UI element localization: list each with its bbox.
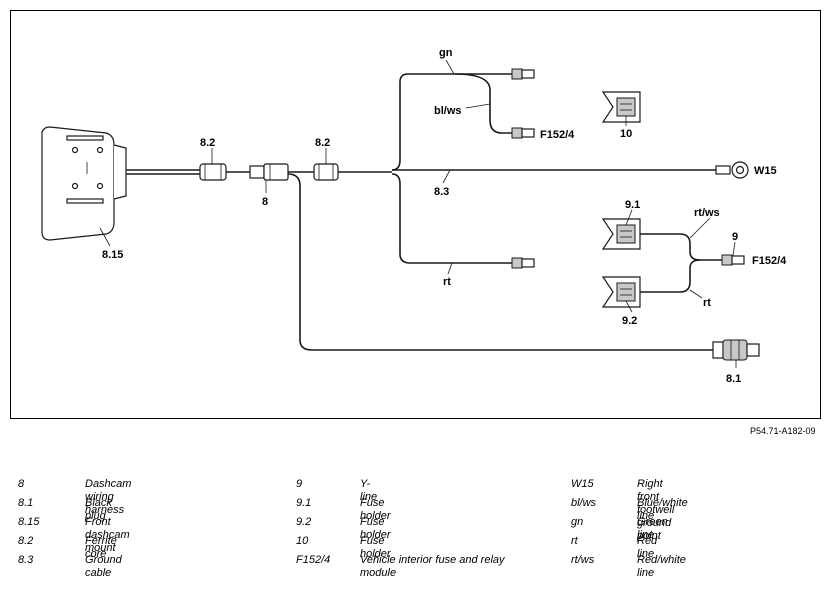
legend-key: W15 (571, 478, 594, 490)
connector-rt (511, 257, 535, 269)
label-8-15: 8.15 (102, 249, 123, 261)
legend-key: rt (571, 535, 578, 547)
legend-key: 8 (18, 478, 25, 490)
harness-connector (249, 163, 289, 181)
legend-desc: Right front footwell ground point (637, 478, 675, 542)
legend-key: 8.1 (18, 497, 34, 509)
legend-key: 9.2 (296, 516, 312, 528)
legend-desc: Blue/white line (637, 497, 688, 522)
diagram-frame (10, 10, 821, 419)
legend-desc: Ferrite core (85, 535, 117, 560)
legend-desc: Red line (637, 535, 658, 560)
legend-desc: Red/white line (637, 554, 686, 579)
legend-key: gn (571, 516, 584, 528)
legend-key: 9 (296, 478, 303, 490)
ring-terminal (715, 161, 749, 179)
harness-wires (126, 73, 722, 351)
label-8: 8 (262, 196, 268, 208)
connector-y-line (721, 254, 745, 266)
ferrite-core-right (313, 163, 339, 181)
label-w15: W15 (754, 165, 777, 177)
leader-lines (99, 59, 737, 368)
fuse-holder-10 (601, 91, 641, 123)
dashcam-mount (41, 126, 127, 241)
fuse-holder-9-2 (601, 276, 641, 308)
legend-desc: Green line (637, 516, 668, 541)
legend-desc: Black plug (85, 497, 112, 522)
label-8-3: 8.3 (434, 186, 449, 198)
legend-desc: Fuse holder (360, 497, 391, 522)
legend-desc: Front dashcam mount (85, 516, 130, 554)
legend-desc: Y-line (360, 478, 378, 503)
label-gn: gn (439, 47, 453, 59)
legend-key: 10 (296, 535, 309, 547)
connector-gn (511, 68, 535, 80)
label-f152-right: F152/4 (752, 255, 787, 267)
legend-key: 8.2 (18, 535, 34, 547)
label-10: 10 (620, 128, 632, 140)
fuse-holder-9-1 (601, 218, 641, 250)
label-9: 9 (732, 231, 738, 243)
legend-desc: Fuse holder (360, 516, 391, 541)
legend-desc: Fuse holder (360, 535, 391, 560)
black-plug (712, 339, 760, 361)
diagram-labels: gn bl/ws F152/4 10 8.2 8.2 8 8.3 W15 8.1… (102, 47, 787, 385)
legend-key: bl/ws (571, 497, 597, 509)
label-8-1: 8.1 (726, 373, 741, 385)
legend-desc: Vehicle interior fuse and relay module (360, 554, 505, 579)
legend-key: 9.1 (296, 497, 312, 509)
legend-key: F152/4 (296, 554, 331, 566)
label-8-2-right: 8.2 (315, 137, 330, 149)
legend-desc: Dashcam wiring harness (85, 478, 132, 516)
legend-key: 8.15 (18, 516, 40, 528)
label-rtws: rt/ws (694, 207, 720, 219)
connector-blws (511, 127, 535, 139)
label-rt-right: rt (703, 297, 711, 309)
label-rt-mid: rt (443, 276, 451, 288)
label-9-1: 9.1 (625, 199, 640, 211)
label-8-2-left: 8.2 (200, 137, 215, 149)
legend-key: 8.3 (18, 554, 34, 566)
legend-desc: Ground cable (85, 554, 122, 579)
label-blws: bl/ws (434, 105, 462, 117)
legend-key: rt/ws (571, 554, 595, 566)
figure-reference: P54.71-A182-09 (750, 426, 816, 436)
ferrite-core-left (199, 163, 227, 181)
label-9-2: 9.2 (622, 315, 637, 327)
label-f152-top: F152/4 (540, 129, 575, 141)
